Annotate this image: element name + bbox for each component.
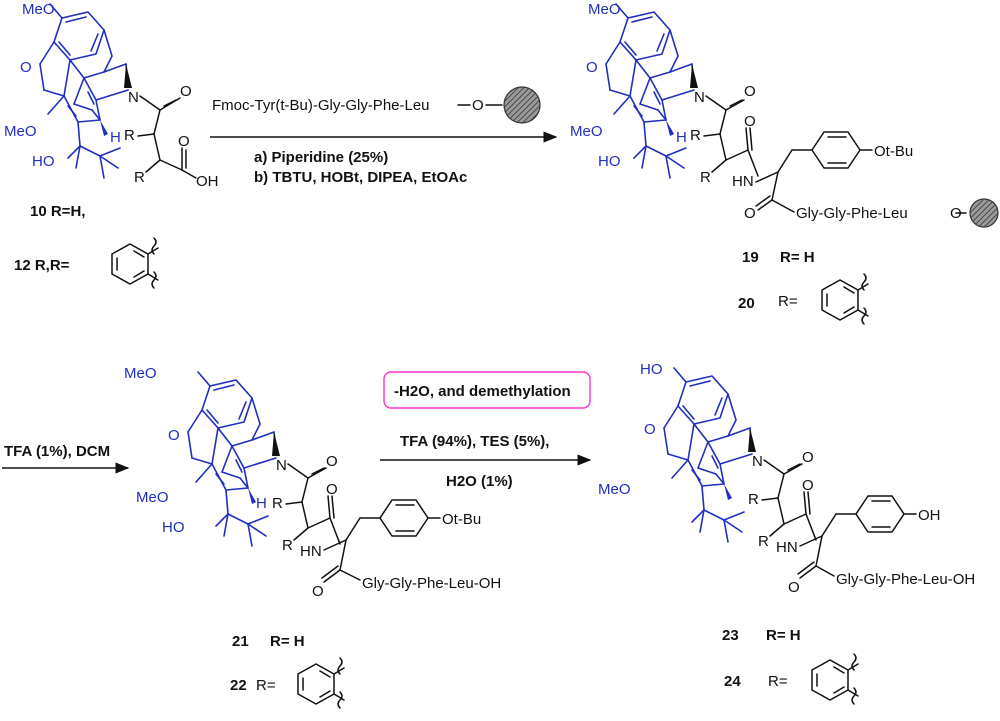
compound-19-r-label: R= H [780, 249, 815, 266]
resin-link-oxygen: O [950, 205, 962, 222]
step1-reagent-resin: Fmoc-Tyr(t-Bu)-Gly-Gly-Phe-Leu O [212, 86, 541, 124]
r-equals-label: R= [768, 673, 788, 690]
hydroxy-label: HO [598, 153, 621, 170]
tert-butoxy-label: Ot-Bu [874, 143, 913, 160]
ether-oxygen-label: O [20, 59, 32, 76]
carbonyl-oxygen-label: O [312, 583, 324, 600]
compound-24-label: 24 [724, 673, 741, 690]
compound-23-24-structure: HO O N MeO O O R R HN OH O Gly-Gly-Phe-L… [598, 361, 975, 596]
resin-peptide-reagent: Fmoc-Tyr(t-Bu)-Gly-Gly-Phe-Leu [212, 97, 430, 114]
phenol-hydroxy-label: HO [640, 361, 663, 378]
carbonyl-oxygen-label: O [180, 83, 192, 100]
demethylation-note: -H2O, and demethylation [394, 383, 571, 400]
fused-benzene-icon [297, 657, 345, 709]
free-acid-chain: Gly-Gly-Phe-Leu-OH [836, 571, 975, 588]
resin-bound-chain: Gly-Gly-Phe-Leu [796, 205, 908, 222]
tyrosine-hydroxy-label: OH [918, 507, 941, 524]
amide-nh-label: HN [776, 539, 798, 556]
compound-20-label: 20 [738, 295, 755, 312]
amide-nh-label: HN [300, 543, 322, 560]
methoxy-label: MeO [124, 365, 157, 382]
hydrogen-label: H [256, 495, 267, 512]
acid-hydroxy-label: OH [196, 173, 219, 190]
compound-10-12-structure: MeO O N MeO H HO O R R O OH [4, 1, 219, 190]
r-group-label: R [700, 169, 711, 186]
ether-oxygen-label: O [168, 427, 180, 444]
step3-condition-line1: TFA (94%), TES (5%), [400, 433, 549, 450]
methoxy-label: MeO [4, 123, 37, 140]
resin-link-oxygen: O [472, 97, 484, 114]
methoxy-label: MeO [588, 1, 621, 18]
methoxy-label: MeO [598, 481, 631, 498]
methoxy-label: MeO [136, 489, 169, 506]
carbonyl-oxygen-label: O [802, 449, 814, 466]
step2-condition: TFA (1%), DCM [4, 443, 110, 460]
step3-condition-line2: H2O (1%) [446, 473, 513, 490]
r-group-label: R [758, 533, 769, 550]
compound-21-label: 21 [232, 633, 249, 650]
r-group-label: R [282, 537, 293, 554]
nitrogen-label: N [276, 457, 287, 474]
carbonyl-oxygen-label: O [744, 113, 756, 130]
compound-23-label: 23 [722, 627, 739, 644]
hydrogen-label: H [676, 129, 687, 146]
compound-21-r-label: R= H [270, 633, 305, 650]
ether-oxygen-label: O [586, 59, 598, 76]
compound-23-r-label: R= H [766, 627, 801, 644]
fused-benzene-icon [821, 273, 869, 325]
hydrogen-label: H [110, 129, 121, 146]
tert-butoxy-label: Ot-Bu [442, 511, 481, 528]
carbonyl-oxygen-label: O [802, 477, 814, 494]
resin-bead-icon [969, 198, 999, 228]
fused-benzene-icon [111, 237, 159, 289]
ether-oxygen-label: O [644, 421, 656, 438]
free-acid-chain: Gly-Gly-Phe-Leu-OH [362, 575, 501, 592]
r-group-label: R [124, 127, 135, 144]
step1-condition-b: b) TBTU, HOBt, DIPEA, EtOAc [254, 169, 467, 186]
compound-22-label: 22 [230, 677, 247, 694]
methoxy-label: MeO [22, 1, 55, 18]
hydroxy-label: HO [162, 519, 185, 536]
compound-19-label: 19 [742, 249, 759, 266]
compound-10-label: 10 R=H, [30, 203, 85, 220]
amide-nh-label: HN [732, 173, 754, 190]
nitrogen-label: N [752, 453, 763, 470]
carbonyl-oxygen-label: O [326, 453, 338, 470]
nitrogen-label: N [128, 89, 139, 106]
carbonyl-oxygen-label: O [744, 205, 756, 222]
methoxy-label: MeO [570, 123, 603, 140]
nitrogen-label: N [694, 89, 705, 106]
compound-12-label: 12 R,R= [14, 257, 70, 274]
hydroxy-label: HO [32, 153, 55, 170]
carbonyl-oxygen-label: O [744, 83, 756, 100]
fused-benzene-icon [811, 653, 859, 705]
r-group-label: R [134, 169, 145, 186]
r-equals-label: R= [256, 677, 276, 694]
step1-condition-a: a) Piperidine (25%) [254, 149, 388, 166]
r-group-label: R [272, 495, 283, 512]
resin-bead-icon [503, 86, 541, 124]
compound-21-22-structure: MeO O N MeO H HO O O R R HN Ot-Bu O Gl [124, 365, 501, 600]
carbonyl-oxygen-label: O [788, 579, 800, 596]
acid-oxygen-label: O [178, 133, 190, 150]
demethylation-note-box [383, 371, 591, 409]
r-group-label: R [748, 491, 759, 508]
r-group-label: R [690, 127, 701, 144]
r-equals-label: R= [778, 293, 798, 310]
carbonyl-oxygen-label: O [326, 481, 338, 498]
compound-19-20-structure: MeO O N MeO H HO O O R R HN Ot-Bu O [570, 1, 999, 228]
